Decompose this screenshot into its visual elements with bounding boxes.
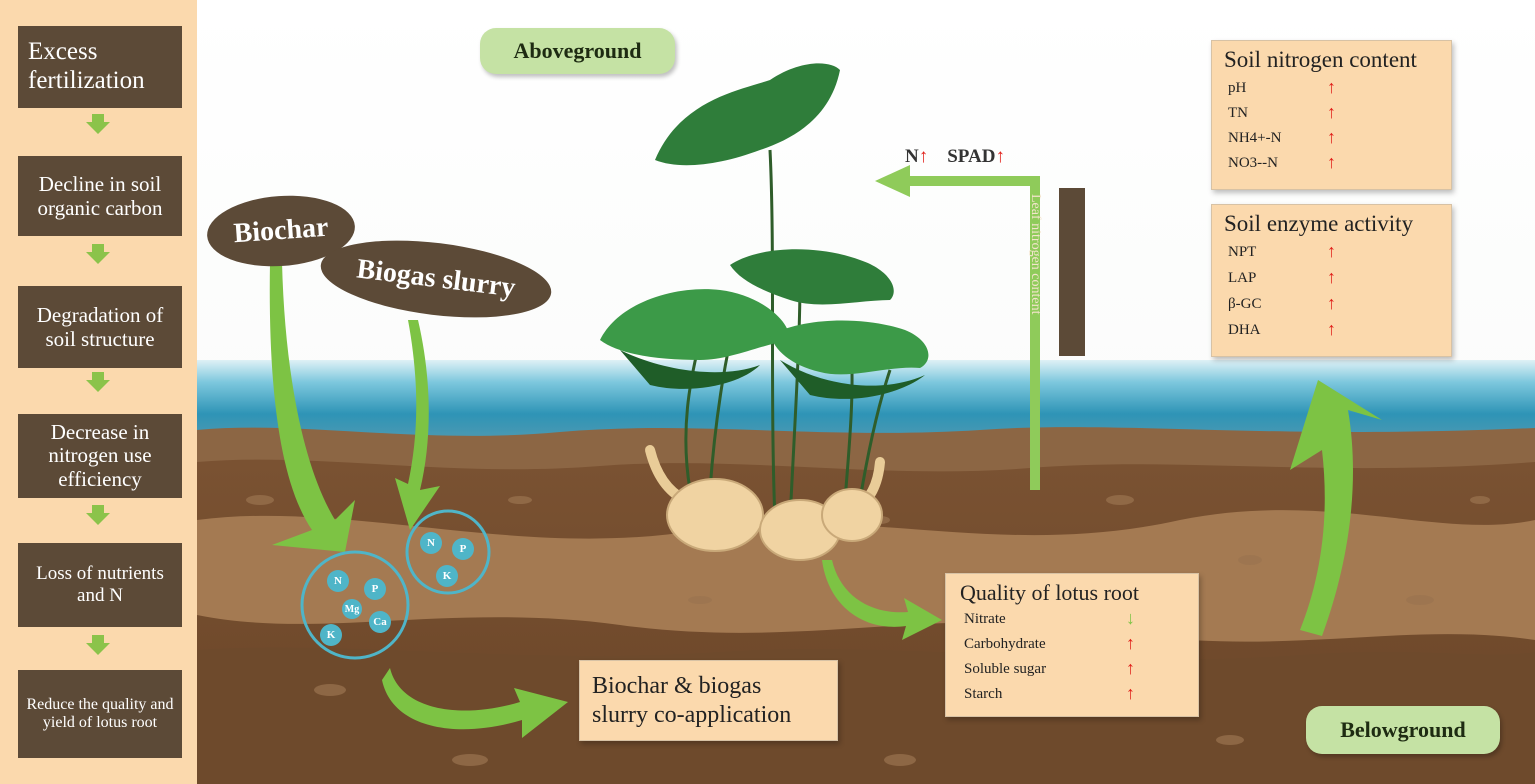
nutrient-n: N	[420, 532, 442, 554]
biogas-arrow	[395, 320, 440, 530]
belowground-label: Belowground	[1306, 706, 1500, 754]
increase-arrow: ↑	[1327, 319, 1336, 339]
small-nutrient-circle	[405, 509, 491, 595]
nutrient-p: P	[452, 538, 474, 560]
row-label: Nitrate	[964, 611, 1006, 627]
increase-arrow: ↑	[1327, 102, 1336, 122]
row-label: Starch	[964, 686, 1003, 702]
chevron-down-icon	[86, 244, 110, 264]
row-label: NO3--N	[1228, 155, 1278, 171]
increase-arrow: ↑	[1327, 241, 1336, 261]
soil-nitrogen-title: Soil nitrogen content	[1224, 47, 1417, 72]
row-label: DHA	[1228, 322, 1261, 338]
row-label: β-GC	[1228, 296, 1262, 312]
soil-nitrogen-row: TN ↑	[1212, 102, 1451, 127]
nutrient-mg: Mg	[342, 599, 362, 619]
leaf-nitrogen-label: Leaf nitrogen content	[1028, 194, 1043, 315]
nutrient-k: K	[320, 624, 342, 646]
row-label: pH	[1228, 80, 1247, 96]
row-label: Carbohydrate	[964, 636, 1046, 652]
soil-enzyme-row: β-GC ↑	[1212, 293, 1451, 319]
quality-arrow	[822, 560, 942, 640]
lotus-quality-title: Quality of lotus root	[960, 580, 1140, 605]
n-spad-indicator: N↑ SPAD↑	[905, 146, 1005, 168]
chevron-down-icon	[86, 505, 110, 525]
leaf-nitrogen-arrow	[875, 165, 1040, 490]
increase-arrow: ↑	[1327, 152, 1336, 172]
step-degradation-soil-structure: Degradation of soil structure	[18, 286, 182, 368]
spad-label: SPAD	[947, 146, 996, 167]
enzyme-arrow	[1290, 380, 1382, 636]
chevron-down-icon	[86, 114, 110, 134]
increase-arrow: ↑	[1327, 267, 1336, 287]
soil-enzyme-title: Soil enzyme activity	[1224, 211, 1414, 236]
lotus-leaves	[600, 63, 929, 399]
spad-increase-arrow: ↑	[995, 146, 1005, 167]
lotus-quality-row: Nitrate ↓	[946, 608, 1198, 633]
aboveground-label: Aboveground	[480, 28, 675, 74]
lotus-quality-panel: Quality of lotus root Nitrate ↓ Carbohydr…	[945, 573, 1199, 717]
row-label: LAP	[1228, 270, 1257, 286]
row-label: NH4+-N	[1228, 130, 1282, 146]
flow-arrows	[269, 262, 1382, 738]
step-reduce-quality-yield: Reduce the quality and yield of lotus ro…	[18, 670, 182, 758]
large-nutrient-circle	[300, 550, 410, 660]
nutrient-k: K	[436, 565, 458, 587]
row-label: Soluble sugar	[964, 661, 1047, 677]
chain-arrows	[86, 114, 110, 655]
deep-soil-layer	[197, 647, 1535, 784]
step-loss-of-nutrients: Loss of nutrients and N	[18, 543, 182, 627]
increase-arrow: ↑	[1126, 658, 1135, 678]
step-excess-fertilization: Excess fertilization	[18, 26, 182, 108]
leaf-nitrogen-tag	[1059, 188, 1085, 356]
coapplication-line2: slurry co-application	[592, 701, 792, 728]
soil-pebbles	[246, 495, 1490, 766]
light-soil-band	[197, 510, 1535, 642]
soil-nitrogen-row: NO3--N ↑	[1212, 152, 1451, 177]
row-label: NPT	[1228, 244, 1257, 260]
increase-arrow: ↑	[1327, 77, 1336, 97]
coapp-arrow	[382, 668, 568, 738]
lotus-rhizome	[645, 445, 885, 561]
step-decline-soil-organic-carbon: Decline in soil organic carbon	[18, 156, 182, 236]
coapplication-box: Biochar & biogas slurry co-application	[579, 660, 838, 741]
coapplication-line1: Biochar & biogas	[592, 672, 762, 699]
soil-nitrogen-row: NH4+-N ↑	[1212, 127, 1451, 152]
lotus-quality-row: Carbohydrate ↑	[946, 633, 1198, 658]
soil-enzyme-row: DHA ↑	[1212, 319, 1451, 345]
biochar-arrow	[269, 262, 355, 552]
soil-enzyme-row: NPT ↑	[1212, 241, 1451, 267]
soil-nitrogen-row: pH ↑	[1212, 77, 1451, 102]
increase-arrow: ↑	[1327, 127, 1336, 147]
chevron-down-icon	[86, 372, 110, 392]
increase-arrow: ↑	[1327, 293, 1336, 313]
nutrient-n: N	[327, 570, 349, 592]
increase-arrow: ↑	[1126, 633, 1135, 653]
row-label: TN	[1228, 105, 1248, 121]
increase-arrow: ↑	[1126, 683, 1135, 703]
problem-chain-panel: Excess fertilization Decline in soil org…	[0, 0, 197, 784]
lotus-quality-row: Soluble sugar ↑	[946, 658, 1198, 683]
step-decrease-nitrogen-efficiency: Decrease in nitrogen use efficiency	[18, 414, 182, 498]
nutrient-p: P	[364, 578, 386, 600]
nutrient-ca: Ca	[369, 611, 391, 633]
n-label: N	[905, 146, 919, 167]
decrease-arrow: ↓	[1126, 608, 1135, 628]
soil-nitrogen-panel: Soil nitrogen content pH ↑ TN ↑ NH4+-N ↑ NO…	[1211, 40, 1452, 190]
soil-enzyme-panel: Soil enzyme activity NPT ↑ LAP ↑ β-GC ↑ DHA…	[1211, 204, 1452, 357]
chevron-down-icon	[86, 635, 110, 655]
soil-enzyme-row: LAP ↑	[1212, 267, 1451, 293]
lotus-quality-row: Starch ↑	[946, 683, 1198, 708]
n-increase-arrow: ↑	[918, 146, 929, 167]
